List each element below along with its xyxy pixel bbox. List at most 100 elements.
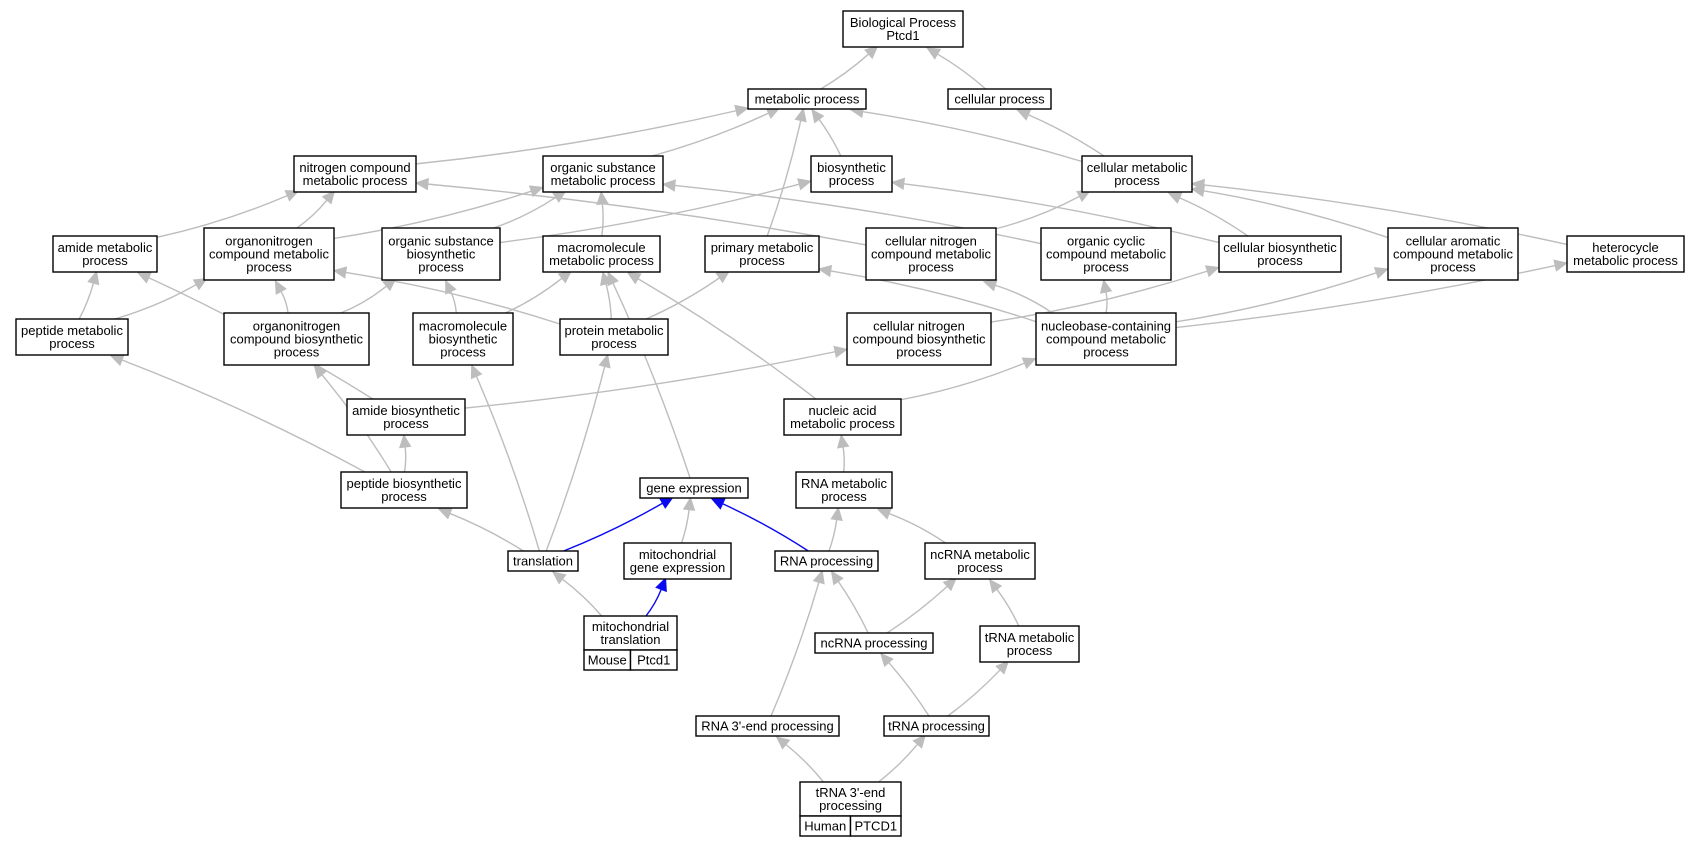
node-label: process	[49, 336, 95, 351]
node-box	[979, 625, 1080, 663]
edge-nbcmp-to-occmp	[1099, 279, 1113, 314]
node-box	[947, 88, 1052, 110]
node-label: tRNA 3'-end	[816, 785, 886, 800]
node-label: translation	[601, 632, 661, 647]
edge-nbcmp-to-cncmp	[982, 279, 1053, 314]
node-box	[846, 312, 992, 366]
node-box	[695, 715, 840, 737]
edge-rnaproc-to-geneexp	[710, 498, 809, 552]
node-box	[783, 398, 902, 436]
node-label: process	[1257, 253, 1303, 268]
node-box	[52, 235, 158, 273]
node-label: biosynthetic	[429, 332, 498, 347]
node-box	[203, 227, 335, 281]
node-box	[865, 227, 997, 281]
go-term-metab[interactable]: metabolic process	[747, 88, 867, 110]
node-label: process	[1083, 260, 1129, 275]
edge-rnaproc-to-rnamp	[828, 506, 843, 552]
gene-label: Ptcd1	[637, 653, 670, 668]
node-label: process	[1007, 643, 1053, 658]
node-label: compound metabolic	[1046, 332, 1166, 347]
node-label: Biological Process	[850, 15, 957, 30]
edge-macmp-to-osmp	[596, 190, 609, 237]
node-label: compound metabolic	[209, 247, 329, 262]
node-label: process	[418, 260, 464, 275]
node-label: tRNA metabolic	[985, 630, 1075, 645]
edge-trnap-to-trnamp	[947, 660, 1010, 717]
node-label: process	[821, 489, 867, 504]
node-box	[1566, 235, 1685, 273]
node-label: process	[1114, 173, 1160, 188]
edge-ncrnap-to-rnaproc	[830, 570, 869, 634]
node-label: cellular aromatic	[1406, 234, 1501, 249]
node-label: ncRNA processing	[821, 636, 928, 651]
node-label: biosynthetic	[817, 160, 886, 175]
node-box	[542, 155, 664, 193]
node-box	[795, 471, 893, 509]
node-label: process	[1083, 345, 1129, 360]
node-box	[293, 155, 417, 193]
go-term-cellp[interactable]: cellular process	[947, 88, 1052, 110]
go-term-trnap[interactable]: tRNA processing	[883, 715, 990, 737]
edge-protmp-to-primary	[645, 270, 731, 320]
node-box	[583, 615, 678, 651]
species-label: Mouse	[588, 653, 627, 668]
node-label: process	[1430, 260, 1476, 275]
edge-mitoge-to-geneexp	[680, 496, 696, 544]
edge-mitotr-to-transl	[551, 571, 603, 617]
node-label: process	[739, 253, 785, 268]
node-box	[559, 318, 669, 356]
go-term-transl[interactable]: translation	[507, 550, 579, 572]
go-term-rnaproc[interactable]: RNA processing	[774, 550, 879, 572]
node-box	[381, 227, 501, 281]
node-box	[623, 542, 732, 580]
go-term-geneexp[interactable]: gene expression	[639, 477, 749, 499]
go-term-rna3[interactable]: RNA 3'-end processing	[695, 715, 840, 737]
node-label: amide biosynthetic	[352, 403, 460, 418]
edge-oncmp-to-ncmp	[296, 189, 336, 229]
edge-osbp-to-biosyn	[499, 178, 812, 244]
edge-protmp-to-oncmp	[332, 266, 561, 325]
edge-biosyn-to-metab	[811, 108, 842, 157]
node-label: process	[829, 173, 875, 188]
go-term-ncrnap[interactable]: ncRNA processing	[814, 632, 934, 654]
node-label: metabolic process	[303, 173, 408, 188]
node-label: organic substance	[550, 160, 656, 175]
node-label: protein metabolic	[565, 323, 664, 338]
node-label: cellular biosynthetic	[1223, 240, 1337, 255]
edge-primary-to-metab	[766, 107, 807, 237]
node-label: process	[381, 489, 427, 504]
edge-cncbp-to-cbp	[990, 265, 1220, 323]
node-label: process	[957, 560, 1003, 575]
